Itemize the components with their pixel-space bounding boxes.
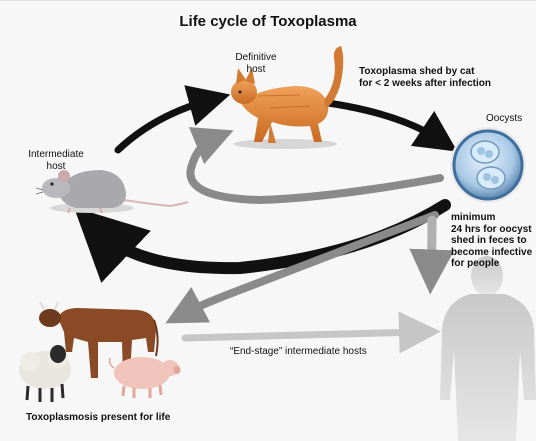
minimum-time-line-3: shed in feces to xyxy=(451,235,536,247)
definitive-host-line-2: host xyxy=(226,64,286,76)
intermediate-host-label: Intermediate host xyxy=(22,149,90,172)
minimum-time-line-2: 24 hrs for oocyst xyxy=(451,224,536,236)
minimum-time-label: minimum 24 hrs for oocyst shed in feces … xyxy=(451,212,536,270)
arrow-mouse-to-cat xyxy=(118,100,210,150)
pig-icon xyxy=(110,357,181,398)
arrow-oocysts-to-mouse xyxy=(100,205,445,268)
human-silhouette-icon xyxy=(440,256,536,441)
shed-by-cat-line-1: Toxoplasma shed by cat xyxy=(359,66,529,78)
shed-by-cat-label: Toxoplasma shed by cat for < 2 weeks aft… xyxy=(359,66,529,89)
intermediate-host-line-1: Intermediate xyxy=(22,149,90,161)
mouse-icon xyxy=(36,170,188,213)
present-for-life-label: Toxoplasmosis present for life xyxy=(26,412,170,424)
end-stage-label: “End-stage” intermediate hosts xyxy=(230,346,367,358)
minimum-time-line-1: minimum xyxy=(451,212,536,224)
oocysts-label: Oocysts xyxy=(486,113,522,125)
shed-by-cat-line-2: for < 2 weeks after infection xyxy=(359,78,529,90)
arrow-livestock-to-human xyxy=(185,332,420,338)
definitive-host-line-1: Definitive xyxy=(226,52,286,64)
intermediate-host-line-2: host xyxy=(22,161,90,173)
oocyst-dish-icon xyxy=(450,127,526,203)
minimum-time-line-4: become infective xyxy=(451,247,536,259)
sheep-icon xyxy=(19,345,71,402)
definitive-host-label: Definitive host xyxy=(226,52,286,75)
arrow-oocysts-to-human xyxy=(431,220,432,272)
minimum-time-line-5: for people xyxy=(451,258,536,270)
diagram-title: Life cycle of Toxoplasma xyxy=(0,13,536,30)
